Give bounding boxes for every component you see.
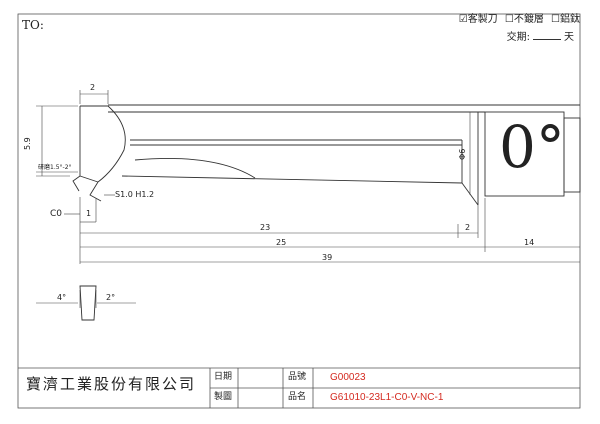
dim-25: 25 (276, 238, 287, 247)
dim-14: 14 (524, 238, 535, 247)
option-altin[interactable]: ☐鋁鈦 (551, 14, 580, 25)
lead-time: 交期:天 (506, 31, 574, 43)
date-label: 日期 (214, 372, 233, 382)
lead-time-blank[interactable] (533, 31, 561, 40)
dim-diameter: Φ6 (458, 148, 467, 160)
dimension-lines (36, 90, 580, 308)
option-checkboxes: ☑客製刀 ☐不鍍層 ☐鋁鈦 (455, 15, 580, 25)
part-no-value: G00023 (330, 372, 366, 383)
sheet-border (17, 13, 581, 409)
dim-2: 2 (465, 223, 471, 232)
dim-23: 23 (260, 223, 271, 232)
dim-s-h: S1.0 H1.2 (115, 190, 155, 199)
part-name-value: G61010-23L1-C0-V-NC-1 (330, 392, 444, 403)
drawer-label: 製圖 (214, 392, 233, 402)
dim-1: 1 (86, 209, 92, 218)
unchecked-box-icon: ☐ (551, 14, 560, 25)
dim-39: 39 (322, 253, 333, 262)
unchecked-box-icon: ☐ (504, 14, 514, 25)
dim-height-left: 5.9 (23, 137, 32, 150)
checked-box-icon: ☑ (458, 14, 468, 25)
option-custom[interactable]: ☑客製刀 (458, 14, 498, 25)
dim-grind-note: 研磨1.5°-2° (38, 164, 72, 171)
angle-big: 0° (499, 113, 565, 181)
profile-detail (79, 285, 97, 321)
company-name: 寶濟工業股份有限公司 (26, 375, 197, 393)
dim-top-width: 2 (90, 83, 96, 92)
dim-angle-2: 2° (106, 293, 116, 302)
dim-angle-4: 4° (57, 293, 67, 302)
to-label: TO: (22, 18, 44, 32)
part-no-label: 品號 (288, 372, 307, 382)
dim-c0: C0 (50, 209, 63, 219)
part-name-label: 品名 (288, 392, 307, 402)
option-no-coating[interactable]: ☐不鍍層 (504, 14, 544, 25)
